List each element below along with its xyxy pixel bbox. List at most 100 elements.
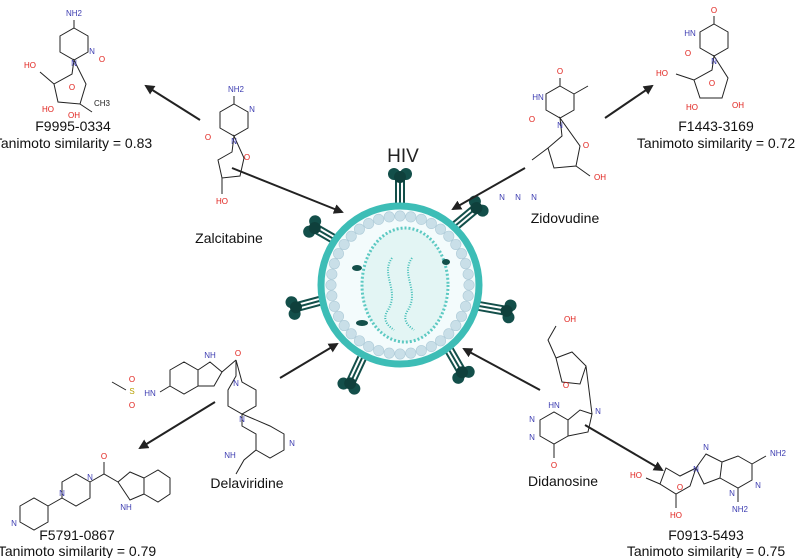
matrix-bead [405, 347, 417, 359]
svg-text:HN: HN [548, 401, 560, 410]
tanimoto-similarity: Tanimoto similarity = 0.72 [637, 135, 796, 151]
svg-text:N: N [239, 415, 245, 424]
arrow-delaviridine-to-hiv [279, 342, 339, 379]
svg-text:N: N [515, 193, 521, 202]
capsid-core [360, 226, 450, 344]
svg-text:NH2: NH2 [228, 85, 245, 94]
svg-text:N: N [755, 481, 761, 490]
analog-id: F5791-0867 [39, 527, 115, 543]
svg-text:N: N [711, 57, 717, 66]
svg-text:N: N [59, 489, 65, 498]
svg-text:CH3: CH3 [94, 99, 111, 108]
svg-text:HO: HO [670, 511, 682, 520]
matrix-bead [463, 279, 475, 291]
molecule-f0913-5493: N NH2 N N N NH2 HO O HO F0913-5493 Tanim… [627, 443, 787, 558]
tanimoto-similarity: Tanimoto similarity = 0.75 [627, 543, 786, 558]
svg-text:HO: HO [686, 103, 698, 112]
matrix-bead [328, 258, 340, 270]
svg-text:N: N [289, 439, 295, 448]
matrix-bead [443, 230, 455, 242]
matrix-bead [425, 340, 437, 352]
svg-text:N: N [249, 105, 255, 114]
matrix-bead [394, 210, 406, 222]
svg-text:O: O [529, 115, 535, 124]
matrix-bead [328, 300, 340, 312]
matrix-bead [460, 300, 472, 312]
matrix-bead [326, 290, 338, 302]
molecule-f5791-0867: O N N N NH F5791-0867 Tanimoto similarit… [0, 452, 171, 558]
molecule-zalcitabine: NH2 N N O O HO Zalcitabine [195, 85, 263, 246]
matrix-bead [353, 335, 365, 347]
svg-text:NH: NH [120, 503, 132, 512]
matrix-bead [363, 218, 375, 230]
analog-id: F9995-0334 [35, 118, 111, 134]
arrow-zalcitabine-to-analog [144, 84, 201, 121]
svg-text:OH: OH [732, 101, 744, 110]
matrix-bead [460, 258, 472, 270]
svg-text:HN: HN [684, 29, 696, 38]
svg-text:N: N [703, 443, 709, 452]
matrix-bead [455, 248, 467, 260]
matrix-bead [415, 345, 427, 357]
svg-text:HO: HO [656, 69, 668, 78]
matrix-bead [363, 340, 375, 352]
drug-name: Didanosine [528, 473, 598, 489]
svg-text:N: N [693, 465, 699, 474]
matrix-bead [455, 310, 467, 322]
molecule-f9995-0334: NH2 N N O HO O HO OH CH3 F9995-0334 Tani… [0, 9, 152, 151]
svg-text:S: S [129, 387, 134, 396]
svg-text:N: N [231, 137, 237, 146]
svg-text:NH2: NH2 [732, 505, 749, 514]
svg-text:N: N [499, 193, 505, 202]
matrix-bead [333, 310, 345, 322]
matrix-bead [405, 211, 417, 223]
svg-text:O: O [563, 381, 569, 390]
matrix-bead [325, 279, 337, 291]
svg-text:HO: HO [42, 105, 54, 114]
drug-name: Zalcitabine [195, 230, 263, 246]
svg-text:O: O [129, 375, 135, 384]
matrix-bead [462, 290, 474, 302]
svg-text:HO: HO [216, 197, 228, 206]
svg-text:HN: HN [144, 389, 156, 398]
arrows [138, 84, 664, 472]
rna-strand [384, 257, 395, 331]
svg-text:OH: OH [68, 111, 80, 120]
hiv-title: HIV [387, 146, 419, 167]
matrix-bead [373, 213, 385, 225]
svg-text:N: N [529, 415, 535, 424]
arrow-zidovudine-to-hiv [451, 167, 526, 210]
svg-text:N: N [531, 193, 537, 202]
svg-text:N: N [89, 47, 95, 56]
svg-text:N: N [729, 489, 735, 498]
matrix-layer [325, 210, 475, 360]
matrix-bead [333, 248, 345, 260]
svg-text:N: N [529, 433, 535, 442]
matrix-bead [326, 268, 338, 280]
matrix-bead [415, 213, 427, 225]
drug-name: Delaviridine [210, 475, 283, 491]
arrow-delaviridine-to-analog [138, 401, 216, 450]
analog-id: F1443-3169 [678, 118, 754, 134]
svg-text:N: N [557, 121, 563, 130]
arrow-zalcitabine-to-hiv [231, 167, 344, 214]
matrix-bead [450, 320, 462, 332]
svg-text:HN: HN [532, 93, 544, 102]
matrix-bead [462, 268, 474, 280]
matrix-bead [338, 320, 350, 332]
svg-text:N: N [71, 59, 77, 68]
svg-text:O: O [235, 349, 241, 358]
svg-text:OH: OH [564, 315, 576, 324]
svg-text:NH2: NH2 [66, 9, 83, 18]
svg-text:N: N [233, 379, 239, 388]
matrix-bead [435, 335, 447, 347]
svg-text:O: O [101, 452, 107, 461]
matrix-bead [435, 223, 447, 235]
molecule-didanosine: OH O N N HN N O Didanosine [528, 315, 601, 489]
matrix-bead [394, 348, 406, 360]
arrow-zidovudine-to-analog [604, 84, 654, 119]
molecule-f1443-3169: O HN O N HO O HO OH F1443-3169 Tanimoto … [637, 6, 796, 151]
svg-text:HO: HO [24, 61, 36, 70]
arrow-didanosine-to-hiv [462, 348, 541, 391]
